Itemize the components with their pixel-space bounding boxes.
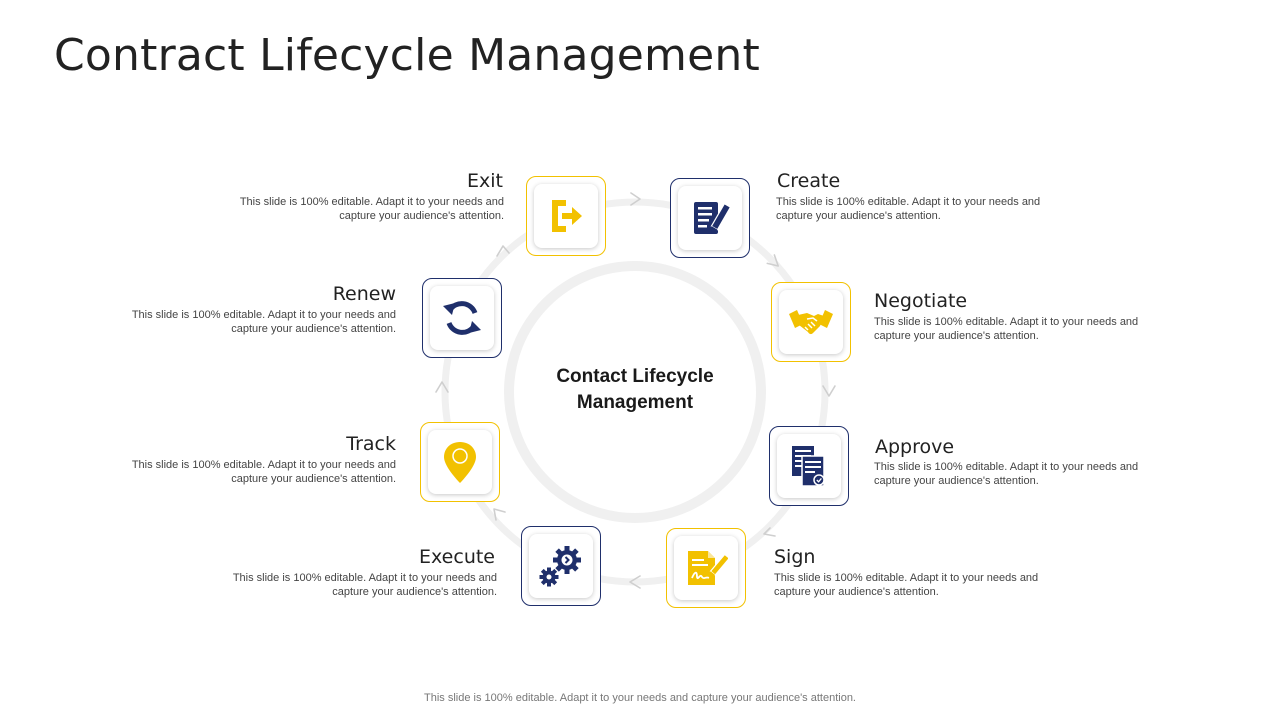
step-desc-track: This slide is 100% editable. Adapt it to… (131, 459, 396, 485)
step-title-renew: Renew (332, 283, 396, 305)
node-execute[interactable] (521, 526, 601, 606)
flow-arrow (630, 192, 641, 206)
location-pin-icon (444, 442, 476, 483)
node-renew[interactable] (422, 278, 502, 358)
step-title-execute: Execute (419, 546, 495, 568)
node-sign[interactable] (666, 528, 746, 608)
step-title-track: Track (346, 433, 396, 455)
node-create[interactable] (670, 178, 750, 258)
document-pen-icon (694, 202, 731, 234)
step-desc-approve: This slide is 100% editable. Adapt it to… (874, 461, 1139, 487)
approved-documents-icon (792, 446, 825, 487)
refresh-icon (443, 301, 481, 335)
step-desc-exit: This slide is 100% editable. Adapt it to… (239, 196, 504, 222)
inner-ring (504, 261, 766, 523)
step-desc-execute: This slide is 100% editable. Adapt it to… (232, 572, 497, 598)
flow-arrow (496, 245, 510, 257)
node-approve[interactable] (769, 426, 849, 506)
step-desc-sign: This slide is 100% editable. Adapt it to… (774, 572, 1039, 598)
page-title: Contract Lifecycle Management (54, 30, 760, 81)
center-label: Contact Lifecycle Management (520, 364, 750, 416)
gears-icon (539, 546, 581, 587)
step-title-sign: Sign (774, 546, 816, 568)
step-title-create: Create (777, 170, 841, 192)
flow-arrow (763, 527, 776, 537)
center-label-line1: Contact Lifecycle (556, 366, 714, 387)
flow-arrow (822, 385, 836, 397)
step-title-approve: Approve (875, 436, 955, 458)
exit-icon (552, 200, 582, 232)
node-track[interactable] (420, 422, 500, 502)
center-label-line2: Management (576, 392, 694, 413)
flow-arrow (435, 381, 449, 393)
node-exit[interactable] (526, 176, 606, 256)
step-title-exit: Exit (467, 170, 503, 192)
footer-note: This slide is 100% editable. Adapt it to… (424, 692, 856, 704)
step-desc-create: This slide is 100% editable. Adapt it to… (776, 196, 1041, 222)
flow-arrow (766, 254, 779, 267)
step-desc-renew: This slide is 100% editable. Adapt it to… (131, 309, 396, 335)
flow-arrow (493, 508, 506, 521)
node-negotiate[interactable] (771, 282, 851, 362)
step-desc-negotiate: This slide is 100% editable. Adapt it to… (874, 316, 1139, 342)
signed-document-icon (688, 551, 728, 585)
flow-arrow (629, 575, 641, 589)
handshake-icon (789, 310, 833, 335)
step-title-negotiate: Negotiate (874, 290, 968, 312)
